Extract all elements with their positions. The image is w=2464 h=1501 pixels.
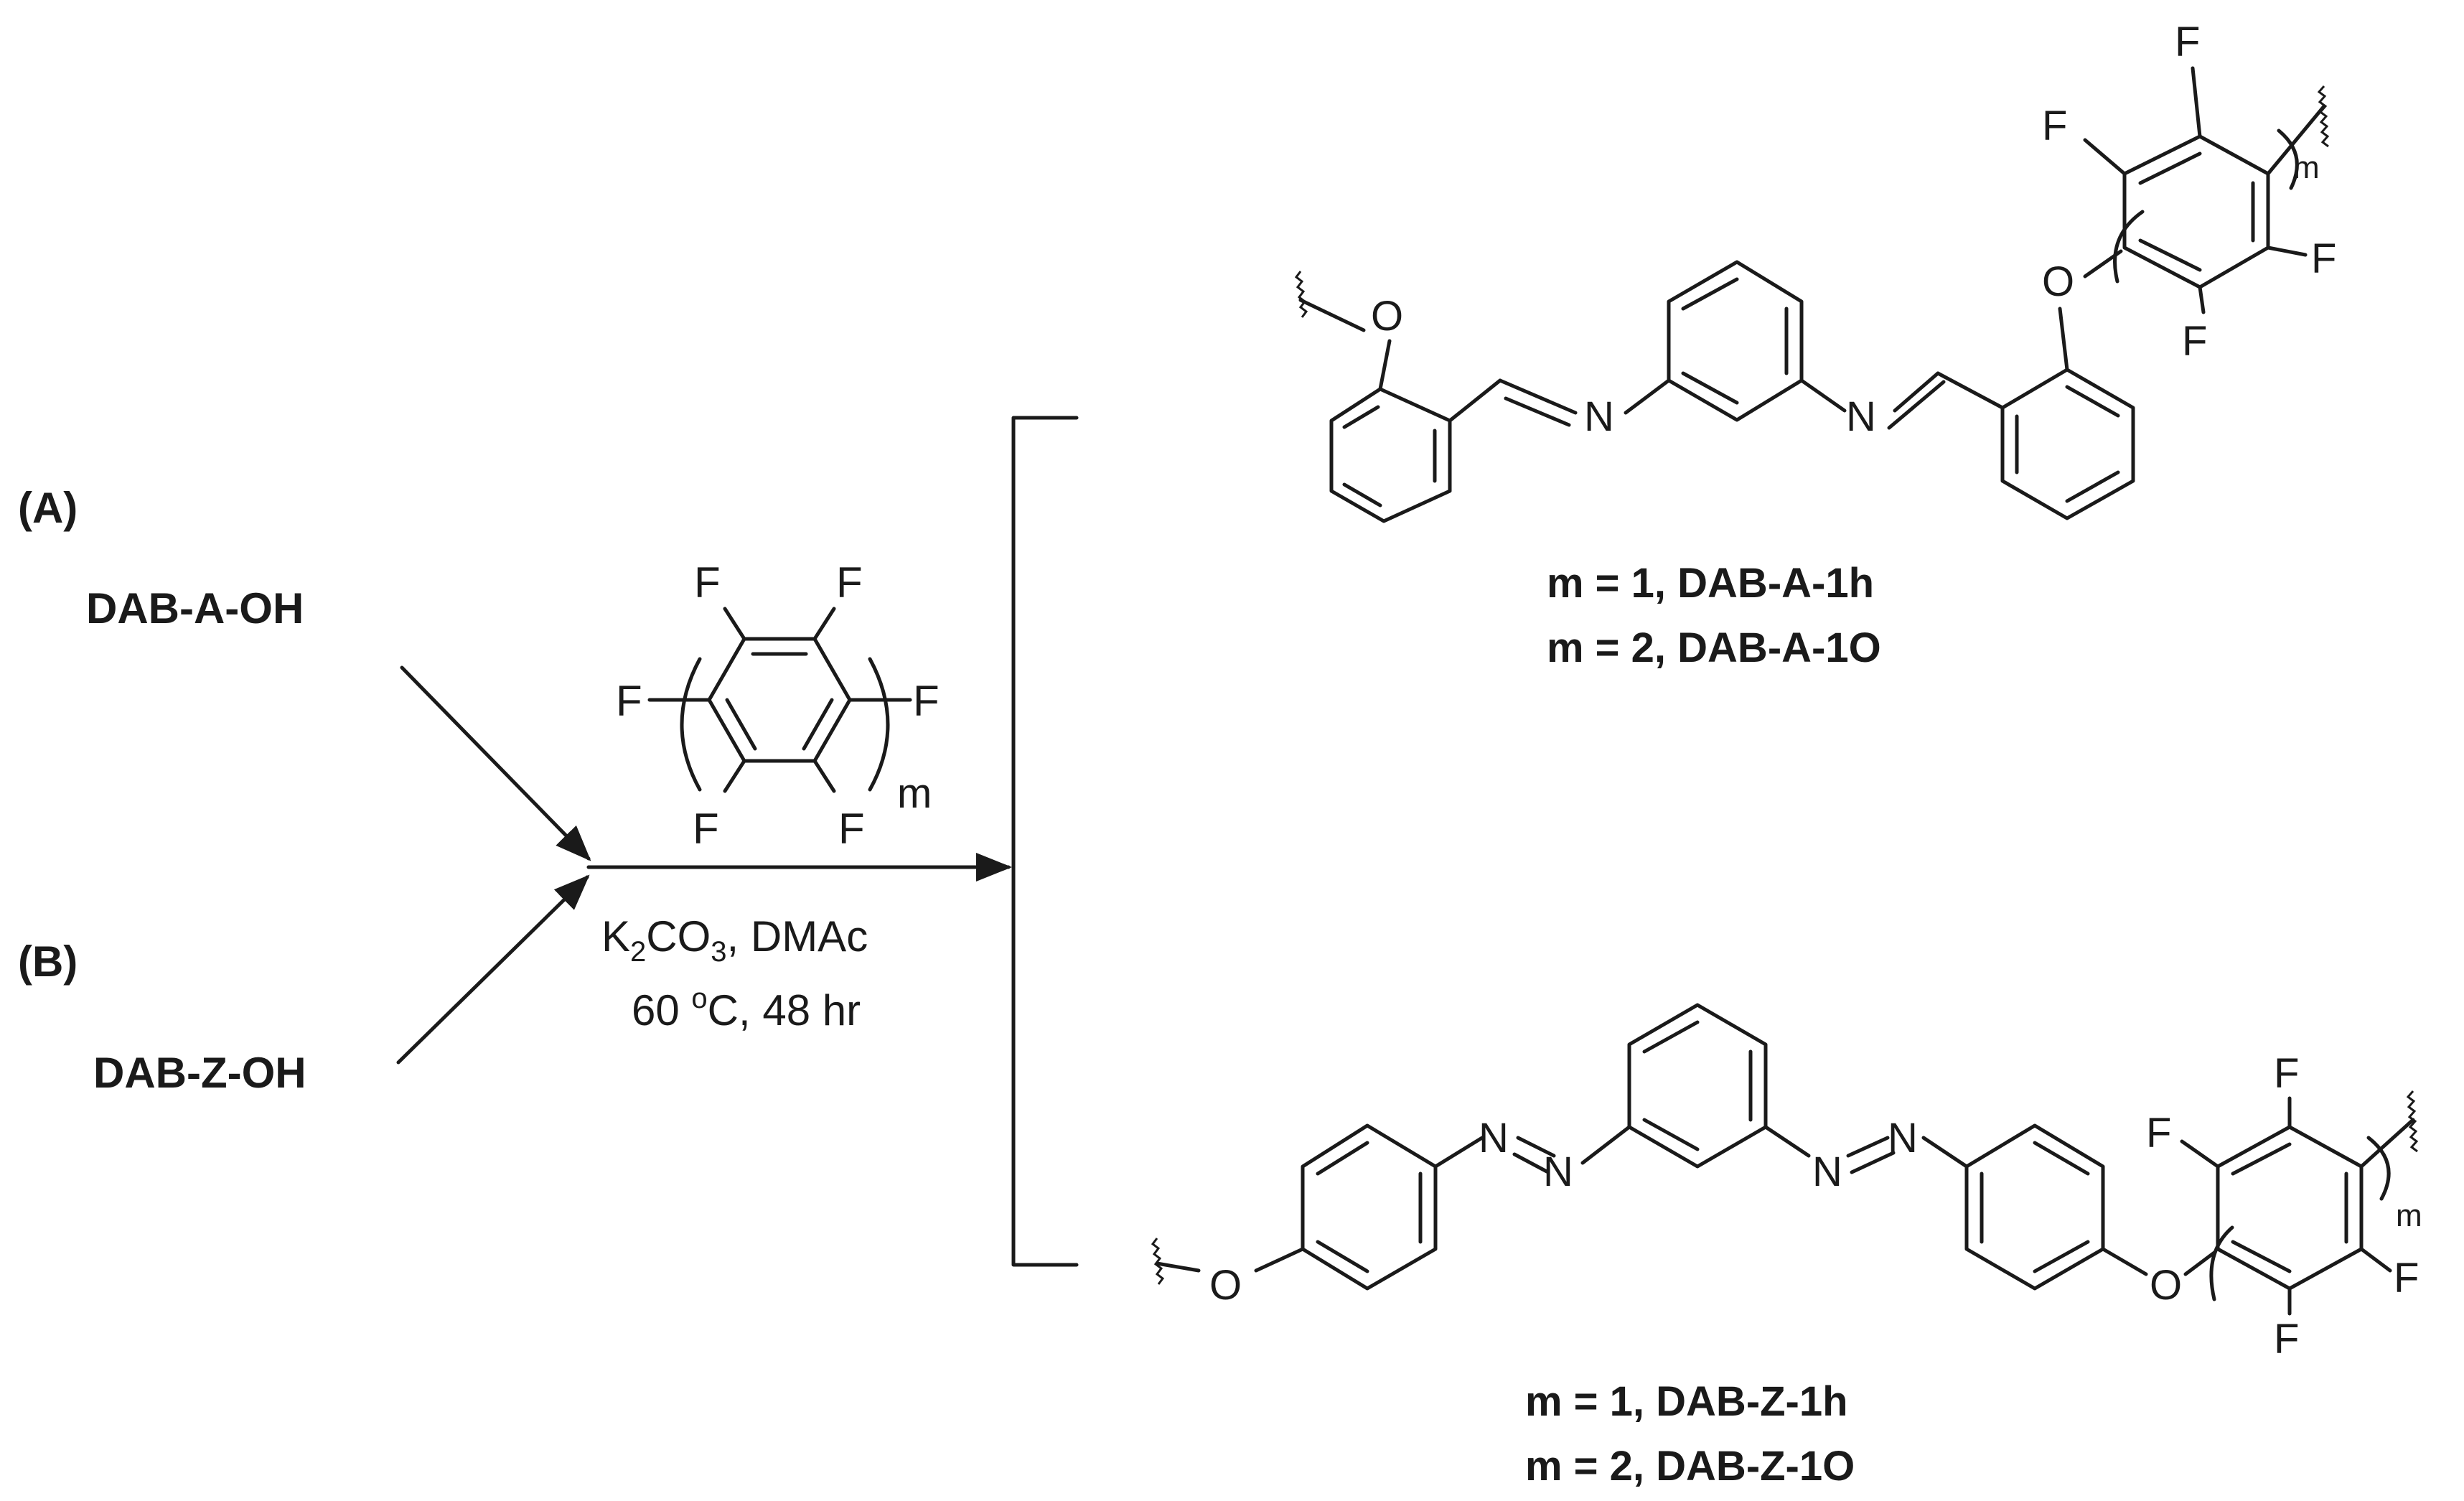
reagent-f-left: F [616,677,642,725]
reagent-perfluorobenzene [647,607,912,793]
product-a-o-right: O [2042,258,2074,305]
product-a-o-left: O [1371,293,1403,340]
product-z-repeat-m: m [2396,1198,2422,1233]
product-z-f-left: F [2146,1110,2171,1156]
arrow-from-b [396,874,590,1065]
reagent-f-top-left: F [694,558,721,607]
product-a-n-right: N [1846,393,1876,440]
product-z-o-right: O [2150,1262,2182,1309]
product-z-f-bottom: F [2274,1316,2299,1362]
reactant-a-name: DAB-A-OH [86,584,304,632]
label-b: (B) [18,937,78,986]
product-a-f-left: F [2042,103,2067,149]
product-a-line-1: m = 1, DAB-A-1h [1547,560,1874,607]
arrow-from-a [400,665,591,861]
product-z-f-top: F [2274,1050,2299,1097]
product-z-line-1: m = 1, DAB-Z-1h [1525,1378,1848,1425]
product-z-n-1: N [1479,1115,1509,1161]
label-a: (A) [18,484,78,532]
product-z-structure [1151,1003,2419,1316]
product-z-n-3: N [1812,1149,1842,1195]
condition-base: K2CO3, DMAc [601,912,868,968]
reagent-f-top-right: F [836,558,863,607]
product-z-line-2: m = 2, DAB-Z-1O [1525,1443,1855,1490]
product-z-o-left: O [1209,1262,1242,1309]
reagent-f-bottom-right: F [838,805,865,853]
product-a-structure [1294,66,2330,523]
product-a-f-right: F [2311,235,2336,282]
reagent-f-right: F [913,677,940,725]
product-bracket [1011,416,1079,1267]
product-a-n-left: N [1584,393,1614,440]
product-z-n-2: N [1543,1149,1573,1195]
product-a-f-top: F [2175,19,2200,65]
product-a-line-2: m = 2, DAB-A-1O [1547,625,1881,671]
reagent-repeat-m: m [897,770,932,817]
product-z-f-right: F [2394,1255,2419,1301]
product-a-repeat-m: m [2293,150,2320,185]
product-a-f-bottom: F [2182,318,2207,365]
condition-temperature-time: 60 oC, 48 hr [632,983,861,1034]
reactant-b-name: DAB-Z-OH [93,1049,306,1097]
product-z-n-4: N [1888,1115,1918,1161]
reagent-f-bottom-left: F [693,805,719,853]
